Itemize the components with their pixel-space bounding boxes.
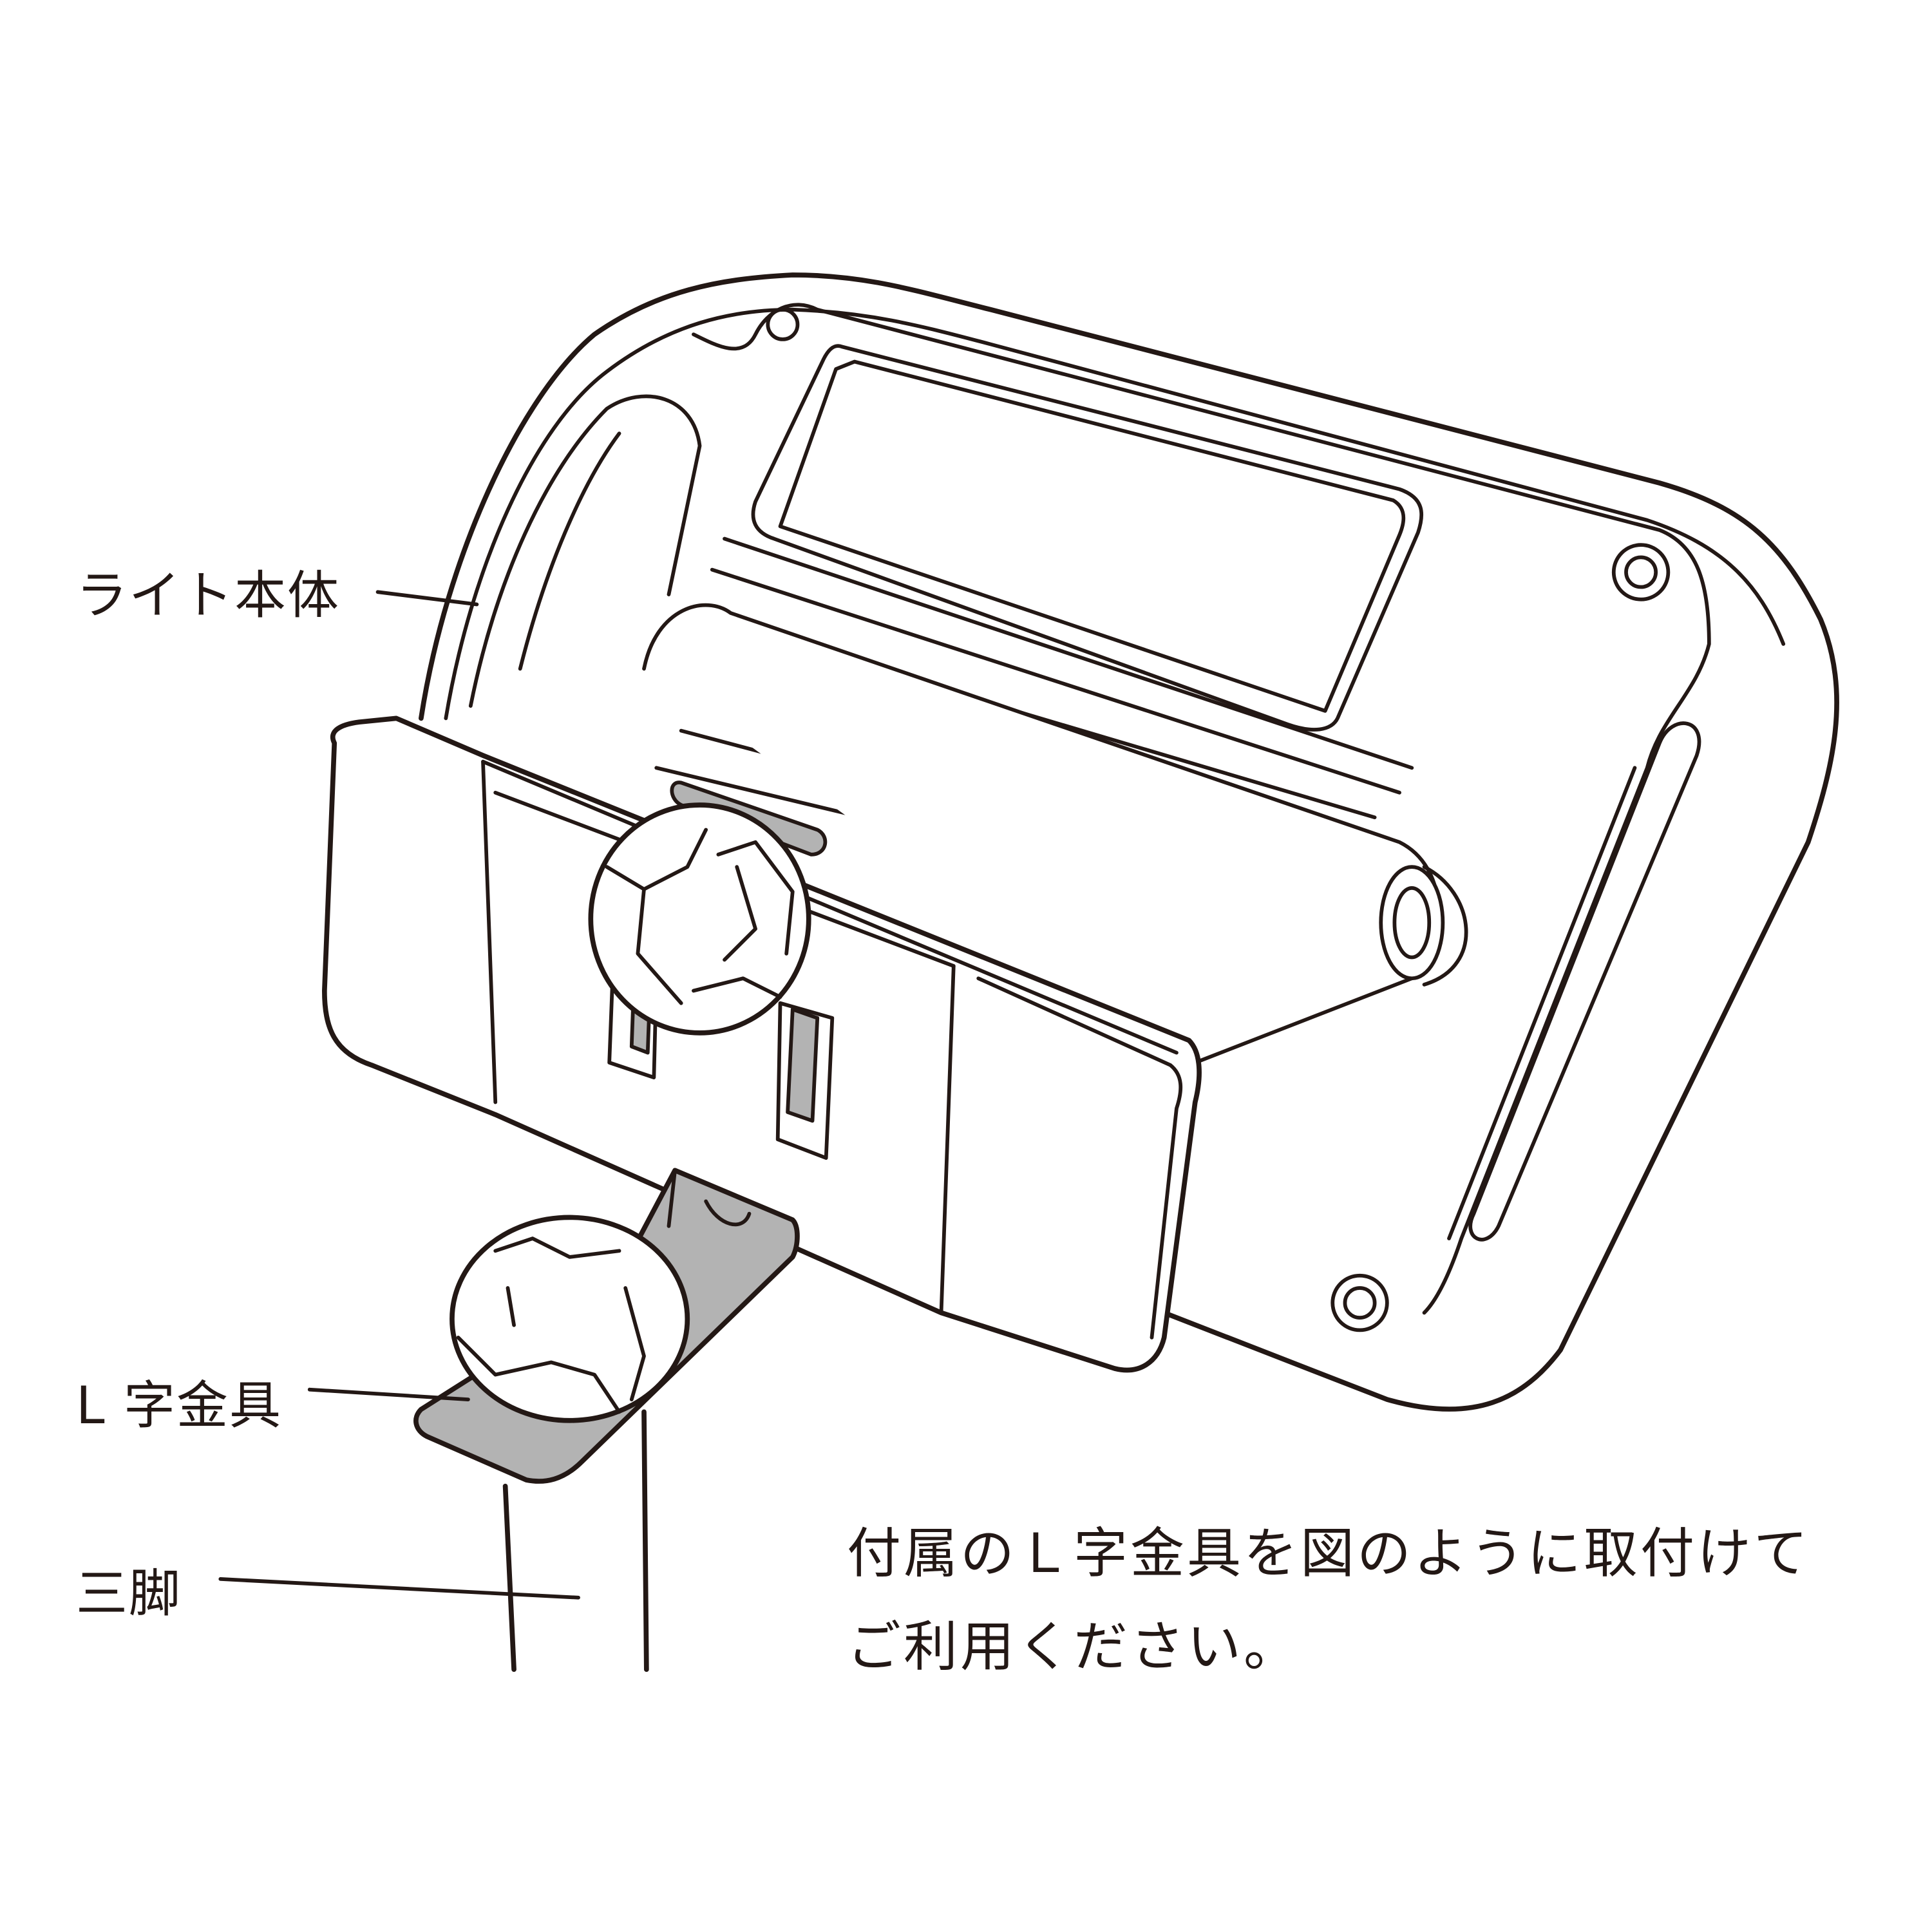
tripod-leg — [502, 1483, 516, 1672]
label-l-bracket: L 字金具 — [76, 1376, 282, 1435]
instruction-line-1: 付属のＬ字金具を図のように取付けて — [847, 1522, 1811, 1585]
instruction-line-2: ご利用ください。 — [847, 1615, 1301, 1678]
label-tripod: 三脚 — [76, 1564, 182, 1624]
label-light-body: ライト本体 — [76, 565, 340, 625]
leader-line-light-body — [375, 590, 479, 607]
screw-icon — [1331, 1273, 1389, 1332]
leader-line-l-bracket — [307, 1387, 470, 1401]
screw-icon — [1611, 543, 1671, 601]
instruction-text: 付属のＬ字金具を図のように取付けて ご利用ください。 — [847, 1507, 1810, 1694]
lower-knob — [450, 1215, 690, 1423]
screw-icon — [766, 307, 800, 341]
light-body — [419, 272, 1839, 1412]
leader-line-tripod — [218, 1577, 580, 1600]
upper-knob — [588, 802, 811, 1036]
tripod-leg — [641, 1409, 649, 1672]
